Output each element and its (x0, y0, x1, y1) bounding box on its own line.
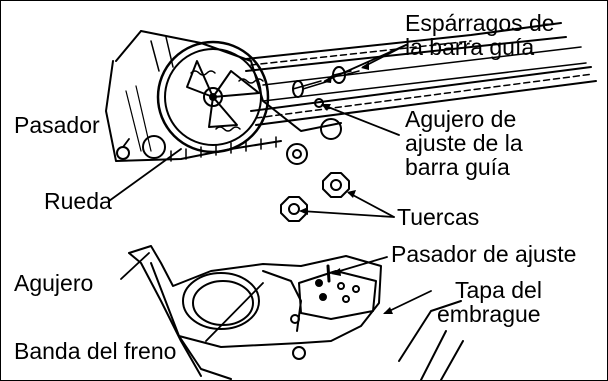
label-guide-bar-studs-line1: Espárragos de (405, 10, 555, 36)
label-hole: Agujero (14, 270, 94, 296)
label-adjust-pin: Pasador de ajuste (391, 241, 577, 267)
label-wheel: Rueda (44, 188, 112, 214)
label-guide-bar-studs-line2: la barra guía (405, 34, 535, 60)
label-clutch-cover-line2: embrague (437, 301, 541, 327)
leader-lines (108, 44, 432, 342)
label-adjust-hole-line1: Agujero de (405, 106, 517, 132)
clutch-wheel (156, 40, 270, 154)
label-brake-band: Banda del freno (14, 338, 177, 364)
label-guide-bar-studs: Espárragos de la barra guía (405, 11, 555, 59)
label-adjust-hole-line2: ajuste de la (405, 130, 523, 156)
label-nuts: Tuercas (397, 204, 480, 230)
label-adjust-hole: Agujero de ajuste de la barra guía (405, 107, 523, 179)
label-clutch-cover: Tapa del embrague (437, 278, 542, 326)
leader-arrowheads (299, 62, 393, 314)
label-adjust-hole-line3: barra guía (405, 154, 510, 180)
label-clutch-cover-line1: Tapa del (455, 277, 542, 303)
label-pin: Pasador (14, 112, 100, 138)
